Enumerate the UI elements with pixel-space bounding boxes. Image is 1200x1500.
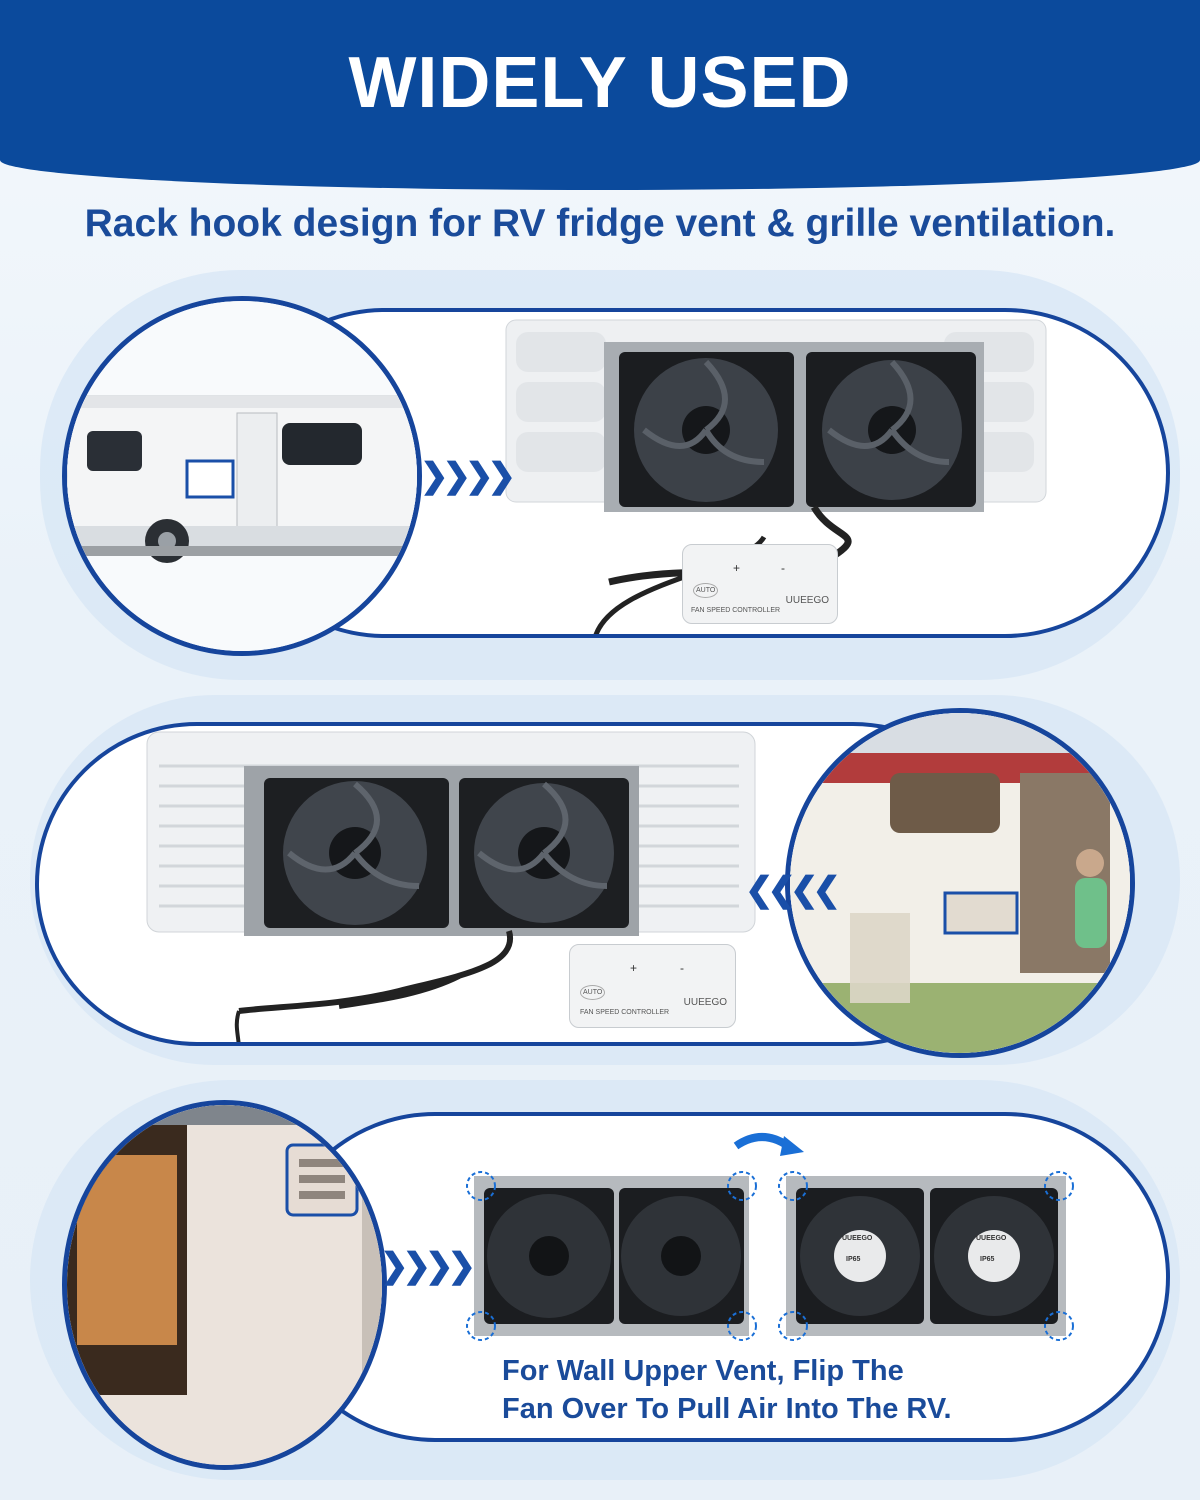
controller-plus-button: + xyxy=(733,561,741,575)
header-banner: WIDELY USED xyxy=(0,0,1200,190)
controller-auto-button: AUTO xyxy=(580,985,606,1000)
fan-label-brand: UUEEGO xyxy=(842,1235,873,1242)
rv-side-wall-photo xyxy=(790,713,1130,1053)
panel-1-scene-circle xyxy=(62,296,422,656)
caption-line-2: Fan Over To Pull Air Into The RV. xyxy=(502,1393,952,1425)
controller-plus-button: + xyxy=(630,961,638,975)
controller-brand: UUEEGO xyxy=(683,997,727,1008)
controller-label: FAN SPEED CONTROLLER xyxy=(580,1009,670,1016)
panel-3-scene-circle xyxy=(62,1100,387,1470)
fan-speed-controller: UUEEGO FAN SPEED CONTROLLER AUTO + - xyxy=(569,944,736,1028)
arrow-left-icon: ❮❮❮❮ xyxy=(745,871,841,909)
panel-3-pill: UUEEGO IP65 UUEEGO IP65 For Wall Upper V… xyxy=(270,1112,1170,1442)
controller-minus-button: - xyxy=(781,561,785,575)
controller-auto-button: AUTO xyxy=(693,583,719,598)
fan-label-brand: UUEEGO xyxy=(976,1235,1007,1242)
panel-2-scene-circle xyxy=(785,708,1135,1058)
rv-wall-upper-vent-photo xyxy=(67,1105,382,1465)
page-title: WIDELY USED xyxy=(348,43,852,123)
fan-vent-product-image xyxy=(146,731,756,1042)
subtitle: Rack hook design for RV fridge vent & gr… xyxy=(84,202,1116,245)
arrow-right-icon: ❯❯❯❯ xyxy=(420,457,516,495)
fan-label-rating: IP65 xyxy=(980,1256,995,1263)
controller-brand: UUEEGO xyxy=(785,595,829,606)
fan-front-back-product-image xyxy=(466,1133,1074,1341)
arrow-right-icon: ❯❯❯❯ xyxy=(380,1247,476,1285)
controller-label: FAN SPEED CONTROLLER xyxy=(691,607,781,614)
fan-vent-product-image xyxy=(505,319,1047,634)
caption-line-1: For Wall Upper Vent, Flip The xyxy=(502,1355,904,1387)
fan-label-rating: IP65 xyxy=(846,1256,861,1263)
rv-exterior-photo xyxy=(67,301,417,651)
controller-minus-button: - xyxy=(680,961,684,975)
flip-instruction-caption: For Wall Upper Vent, Flip The Fan Over T… xyxy=(502,1352,952,1428)
fan-speed-controller: UUEEGO FAN SPEED CONTROLLER AUTO + - xyxy=(682,544,838,624)
